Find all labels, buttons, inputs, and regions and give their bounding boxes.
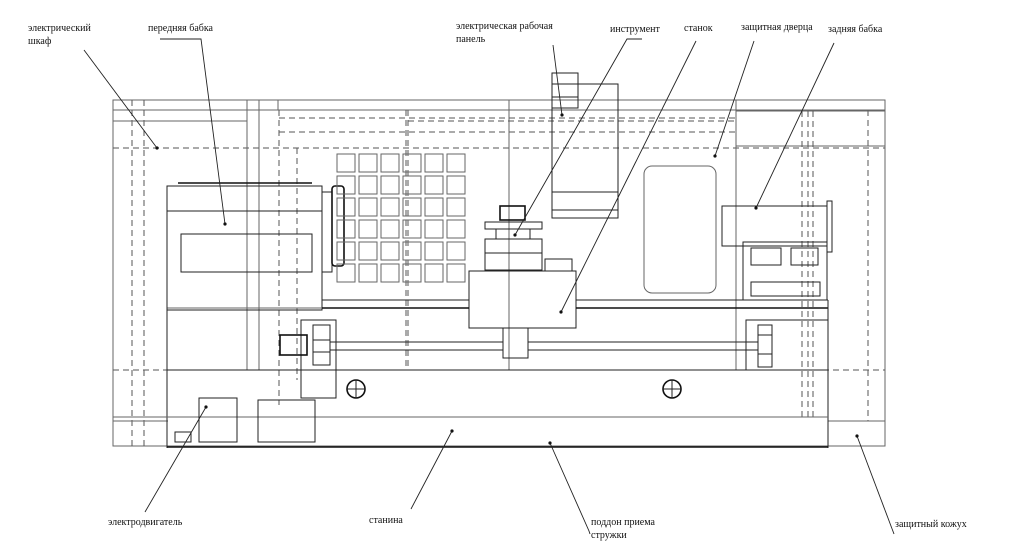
chuck-grid-cell bbox=[380, 241, 400, 261]
chuck-grid-cell bbox=[424, 153, 444, 173]
label-protective-cover: защитный кожух bbox=[895, 519, 967, 530]
chuck-grid-cell bbox=[402, 153, 422, 173]
chuck-grid-cell bbox=[424, 263, 444, 283]
chuck-grid-cell bbox=[380, 153, 400, 173]
motor bbox=[174, 397, 316, 443]
label-protective-door: защитная дверца bbox=[741, 22, 813, 33]
chuck-grid-cell bbox=[402, 219, 422, 239]
chuck-grid-cell bbox=[336, 175, 356, 195]
chuck-grid-cell bbox=[446, 219, 466, 239]
chuck-grid-cell bbox=[336, 241, 356, 261]
chuck-grid-cell bbox=[358, 153, 378, 173]
chuck-grid-cell bbox=[424, 197, 444, 217]
chuck-grid-cell bbox=[358, 241, 378, 261]
chuck-grid-cell bbox=[446, 241, 466, 261]
chuck-grid-cell bbox=[446, 153, 466, 173]
chuck-grid-cell bbox=[446, 263, 466, 283]
chuck-grid-cell bbox=[424, 219, 444, 239]
chuck-grid-cell bbox=[380, 197, 400, 217]
chuck-grid-cell bbox=[336, 197, 356, 217]
chuck-grid-cell bbox=[358, 175, 378, 195]
label-control-panel: электрическая рабочая панель bbox=[456, 21, 553, 45]
door-window bbox=[643, 165, 717, 294]
control-panel bbox=[551, 72, 619, 219]
chuck-grid-cell bbox=[336, 219, 356, 239]
chuck-grid-cell bbox=[402, 263, 422, 283]
chuck-grid-cell bbox=[446, 197, 466, 217]
chuck-grid-cell bbox=[402, 241, 422, 261]
carriage bbox=[167, 270, 828, 359]
label-machine: станок bbox=[684, 23, 713, 34]
chuck-grid-cell bbox=[336, 263, 356, 283]
label-tool: инструмент bbox=[610, 24, 660, 35]
chuck-grid-cell bbox=[336, 153, 356, 173]
chuck-grid-cell bbox=[424, 175, 444, 195]
chuck-grid-cell bbox=[424, 241, 444, 261]
label-tailstock: задняя бабка bbox=[828, 24, 883, 35]
protective-cover-outline bbox=[112, 99, 886, 447]
bed bbox=[113, 186, 829, 448]
lead-screw bbox=[279, 319, 829, 399]
chuck-grid-cell bbox=[358, 263, 378, 283]
label-bed: станина bbox=[369, 515, 403, 526]
headstock bbox=[166, 182, 345, 311]
frame-lines bbox=[246, 100, 885, 421]
chuck-grid-cell bbox=[380, 263, 400, 283]
label-electric-cabinet: электрический шкаф bbox=[28, 23, 91, 47]
chuck-grid-cell bbox=[380, 175, 400, 195]
chuck-grid-cell bbox=[446, 175, 466, 195]
chuck-grid-cell bbox=[402, 197, 422, 217]
leader-lines bbox=[83, 38, 895, 535]
tool-post bbox=[484, 205, 573, 272]
chuck-grid-cell bbox=[402, 175, 422, 195]
label-motor: электродвигатель bbox=[108, 517, 183, 528]
chuck-grid-cell bbox=[358, 219, 378, 239]
tailstock bbox=[721, 200, 833, 301]
chuck-grid-cell bbox=[358, 197, 378, 217]
chuck-grid bbox=[336, 153, 466, 283]
label-chip-tray: поддон приема стружки bbox=[591, 517, 655, 541]
label-headstock: передняя бабка bbox=[148, 23, 213, 34]
chuck-grid-cell bbox=[380, 219, 400, 239]
